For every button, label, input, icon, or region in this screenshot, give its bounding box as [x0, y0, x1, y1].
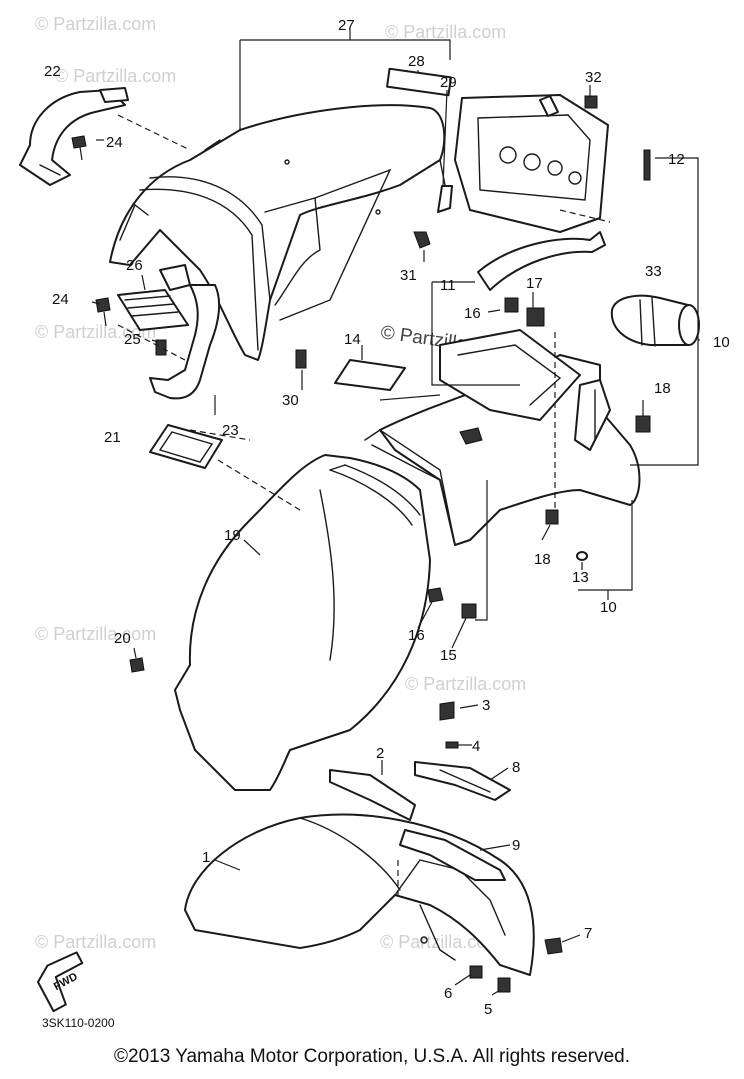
- callout-13: 13: [572, 569, 589, 586]
- copyright-notice: ©2013 Yamaha Motor Corporation, U.S.A. A…: [114, 1046, 630, 1067]
- callout-26: 26: [126, 257, 143, 274]
- callout-9: 9: [512, 837, 520, 854]
- callout-10: 10: [600, 599, 617, 616]
- callout-12: 12: [668, 151, 685, 168]
- front-fender-part: [184, 813, 535, 976]
- seat-part: [109, 104, 446, 361]
- watermark-text: © Partzilla.com: [55, 66, 176, 86]
- callout-16: 16: [408, 627, 425, 644]
- callout-27: 27: [338, 17, 355, 34]
- watermark-layer: © Partzilla.com © Partzilla.com © Partzi…: [35, 14, 526, 952]
- watermark-text: © Partzilla.com: [35, 14, 156, 34]
- callout-16: 16: [464, 305, 481, 322]
- watermark-text: © Partzilla.com: [380, 932, 501, 952]
- callout-5: 5: [484, 1001, 492, 1018]
- callout-14: 14: [344, 331, 361, 348]
- callout-17: 17: [526, 275, 543, 292]
- callout-32: 32: [585, 69, 602, 86]
- seat-hook-part: [437, 185, 453, 213]
- callout-23: 23: [222, 422, 239, 439]
- seat-band-part: [386, 67, 452, 97]
- taillight-bracket-part: [477, 231, 606, 291]
- grab-bar-part: [19, 87, 129, 186]
- taillight-housing-part: [454, 94, 609, 233]
- rear-fender-part: [174, 454, 431, 791]
- rear-fender-inner-part: [364, 354, 641, 546]
- watermark-text: © Partzilla.com: [385, 22, 506, 42]
- callout-1: 1: [202, 849, 210, 866]
- damper-pad-part: [334, 359, 406, 391]
- callout-24: 24: [106, 134, 123, 151]
- tool-bag-part: [610, 294, 700, 347]
- callout-7: 7: [584, 925, 592, 942]
- callout-28: 28: [408, 53, 425, 70]
- callout-21: 21: [104, 429, 121, 446]
- seat-bracket-part: [117, 289, 189, 331]
- watermark-text: © Partzilla.com: [35, 932, 156, 952]
- callout-6: 6: [444, 985, 452, 1002]
- callout-3: 3: [482, 697, 490, 714]
- callout-31: 31: [400, 267, 417, 284]
- fender-brace-part: [329, 761, 511, 821]
- watermark-text: © Partzilla.com: [35, 624, 156, 644]
- callout-20: 20: [114, 630, 131, 647]
- license-bracket-part: [439, 329, 581, 445]
- callout-29: 29: [440, 74, 457, 91]
- reflector-plate-part: [149, 424, 223, 469]
- fastener-group: [71, 95, 651, 993]
- callout-25: 25: [124, 331, 141, 348]
- callout-24: 24: [52, 291, 69, 308]
- leader-lines: [91, 30, 700, 996]
- diagram-code: 3SK110-0200: [42, 1016, 115, 1030]
- watermark-text: © Partzilla.com: [35, 322, 156, 342]
- callout-4: 4: [472, 738, 480, 755]
- fwd-arrow-icon: FWD: [37, 951, 84, 1013]
- callout-10: 10: [713, 334, 730, 351]
- callout-2: 2: [376, 745, 384, 762]
- callout-22: 22: [44, 63, 61, 80]
- callout-33: 33: [645, 263, 662, 280]
- callout-11: 11: [440, 277, 456, 294]
- callout-labels: 1 2 3 4 5 6 7 8 9 10 10 11 12 13 14 15 1…: [44, 17, 730, 1018]
- callout-8: 8: [512, 759, 520, 776]
- side-rail-part: [149, 264, 221, 400]
- callout-30: 30: [282, 392, 299, 409]
- callout-18: 18: [654, 380, 671, 397]
- callout-15: 15: [440, 647, 457, 664]
- watermark-text: © Partzilla.com: [405, 674, 526, 694]
- callout-19: 19: [224, 527, 241, 544]
- callout-18: 18: [534, 551, 551, 568]
